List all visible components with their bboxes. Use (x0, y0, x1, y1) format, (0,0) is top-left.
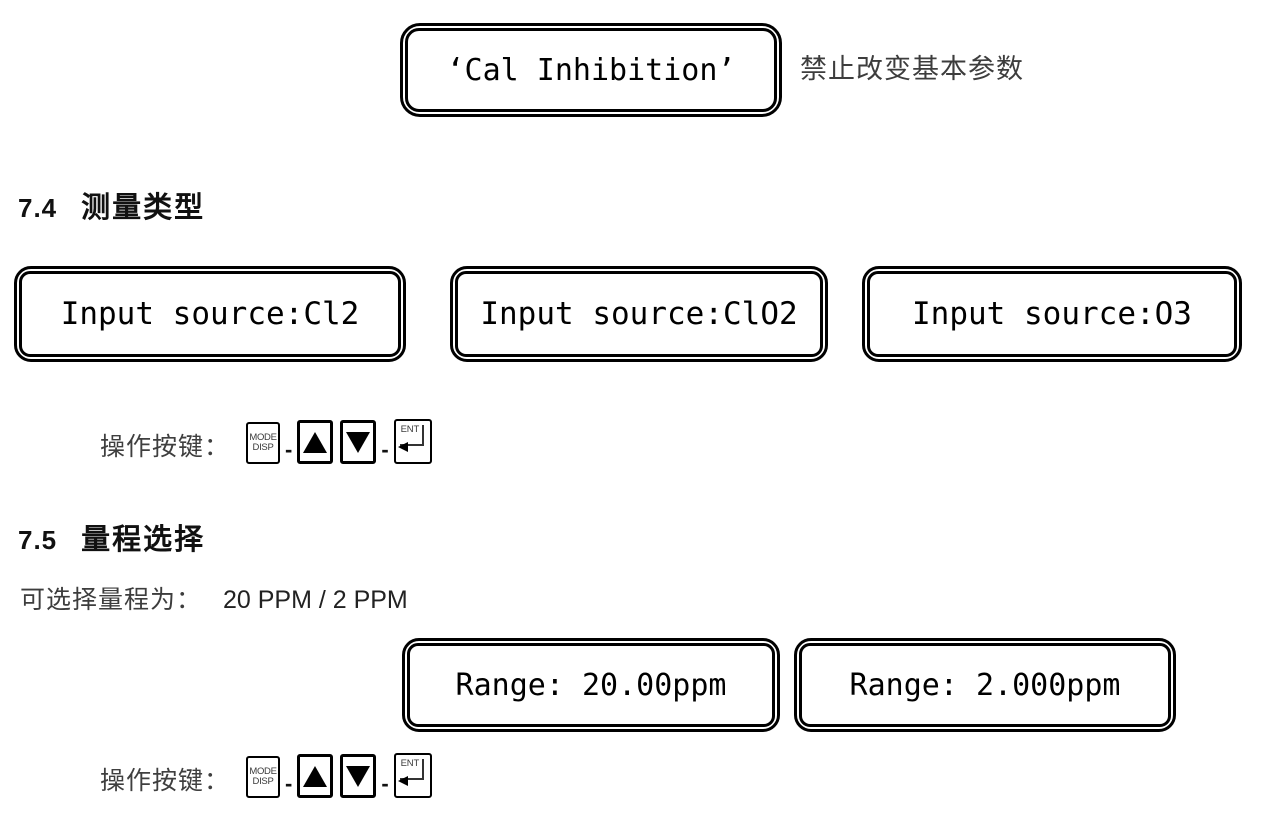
section-7-4-number: 7.4 (18, 193, 58, 223)
down-triangle-icon (346, 431, 371, 453)
operation-keys-label: 操作按键： (100, 767, 231, 795)
mode-key-line2: DISP (252, 442, 274, 453)
key-separator: - (381, 771, 389, 796)
enter-key-icon: ENT (393, 753, 432, 798)
section-7-4-heading: 7.4 测量类型 (18, 184, 205, 226)
up-arrow-key-icon (297, 754, 334, 798)
enter-key-icon: ENT (393, 419, 432, 464)
enter-key-label: ENT (400, 758, 420, 769)
range-options-label: 可选择量程为： (20, 586, 203, 614)
return-arrow-icon (399, 425, 424, 446)
operation-keys-row-2: 操作按键： MODE DISP - - ENT (100, 748, 432, 798)
key-separator: - (285, 771, 293, 796)
section-7-5-heading: 7.5 量程选择 (18, 516, 205, 558)
range-options-note: 可选择量程为： 20 PPM / 2 PPM (20, 580, 408, 616)
section-7-4-title: 测量类型 (81, 192, 206, 224)
return-arrow-head-icon (397, 442, 408, 452)
range-20ppm-text: Range: 20.00ppm (407, 643, 775, 727)
operation-keys-label: 操作按键： (100, 433, 231, 461)
operation-keys-row-1: 操作按键： MODE DISP - - ENT (100, 414, 432, 464)
section-7-5-title: 量程选择 (81, 524, 206, 556)
up-arrow-key-icon (297, 420, 334, 464)
range-20ppm-display: Range: 20.00ppm (402, 638, 780, 732)
mode-key-line1: MODE (249, 432, 277, 443)
range-2ppm-display: Range: 2.000ppm (794, 638, 1176, 732)
return-arrow-icon (399, 759, 424, 780)
cal-inhibition-display: ‘Cal Inhibition’ (400, 23, 782, 117)
down-triangle-icon (346, 765, 371, 787)
key-separator: - (381, 437, 389, 462)
range-2ppm-text: Range: 2.000ppm (799, 643, 1171, 727)
mode-key-line1: MODE (249, 766, 277, 777)
input-source-clo2-display: Input source:ClO2 (450, 266, 828, 362)
down-arrow-key-icon (340, 754, 377, 798)
return-arrow-head-icon (397, 776, 408, 786)
input-source-clo2-text: Input source:ClO2 (455, 271, 823, 357)
cal-inhibition-display-text: ‘Cal Inhibition’ (405, 28, 777, 112)
mode-disp-key-icon: MODE DISP (246, 422, 281, 464)
up-triangle-icon (303, 765, 328, 787)
cal-inhibition-note: 禁止改变基本参数 (800, 54, 1024, 84)
input-source-cl2-text: Input source:Cl2 (19, 271, 401, 357)
section-7-5-number: 7.5 (18, 525, 58, 555)
enter-key-label: ENT (400, 424, 420, 435)
input-source-cl2-display: Input source:Cl2 (14, 266, 406, 362)
mode-disp-key-icon: MODE DISP (246, 756, 281, 798)
input-source-o3-display: Input source:O3 (862, 266, 1242, 362)
down-arrow-key-icon (340, 420, 377, 464)
up-triangle-icon (303, 431, 328, 453)
mode-key-line2: DISP (252, 776, 274, 787)
key-separator: - (285, 437, 293, 462)
input-source-o3-text: Input source:O3 (867, 271, 1237, 357)
range-options-value: 20 PPM / 2 PPM (222, 586, 408, 614)
